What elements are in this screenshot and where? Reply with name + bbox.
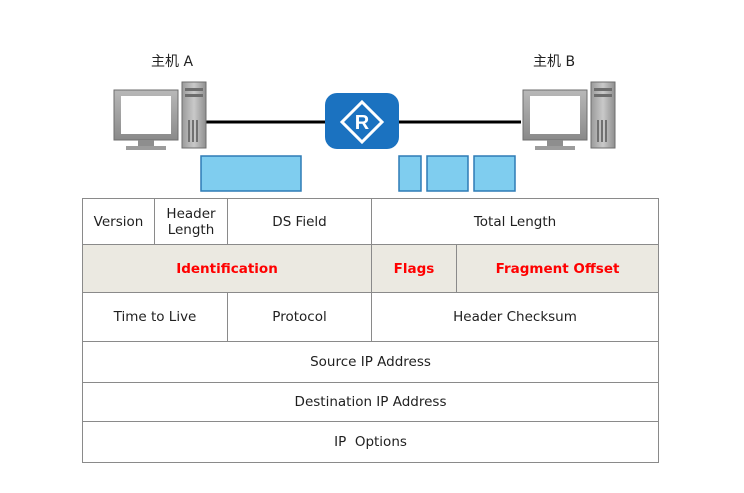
- host-a-label: 主机 A: [151, 54, 194, 70]
- header-row-5: Destination IP Address: [81, 382, 660, 422]
- header-row-3: Time to Live Protocol Header Checksum: [82, 292, 660, 342]
- header-checksum-cell: Header Checksum: [371, 292, 660, 342]
- flags-cell: Flags: [371, 244, 458, 293]
- header-length-cell: Header Length: [154, 198, 228, 245]
- svg-text:R: R: [355, 112, 370, 134]
- packet-fragment: [398, 155, 422, 192]
- computer-icon: [113, 81, 207, 150]
- packet-fragment: [426, 155, 469, 192]
- packet-unfragmented: [200, 155, 302, 192]
- destination-ip-cell: Destination IP Address: [81, 382, 660, 422]
- router-icon: R: [325, 93, 399, 149]
- identification-cell: Identification: [81, 244, 373, 293]
- ip-options-cell: IP Options: [81, 421, 660, 463]
- version-cell: Version: [82, 198, 155, 245]
- ip-header-table: Version Header Length DS Field Total Len…: [81, 198, 660, 463]
- source-ip-cell: Source IP Address: [81, 341, 660, 383]
- ds-field-cell: DS Field: [226, 198, 373, 245]
- network-topology: R: [113, 81, 616, 192]
- packet-fragment: [473, 155, 516, 192]
- header-row-2: Identification Flags Fragment Offset: [81, 244, 660, 293]
- ttl-cell: Time to Live: [82, 292, 228, 342]
- header-row-4: Source IP Address: [81, 341, 660, 383]
- header-row-6: IP Options: [81, 421, 660, 463]
- fragment-offset-cell: Fragment Offset: [456, 244, 660, 293]
- protocol-cell: Protocol: [226, 292, 373, 342]
- host-b-label: 主机 B: [533, 54, 576, 70]
- total-length-cell: Total Length: [371, 198, 660, 245]
- header-row-1: Version Header Length DS Field Total Len…: [82, 198, 660, 245]
- computer-icon: [522, 81, 616, 150]
